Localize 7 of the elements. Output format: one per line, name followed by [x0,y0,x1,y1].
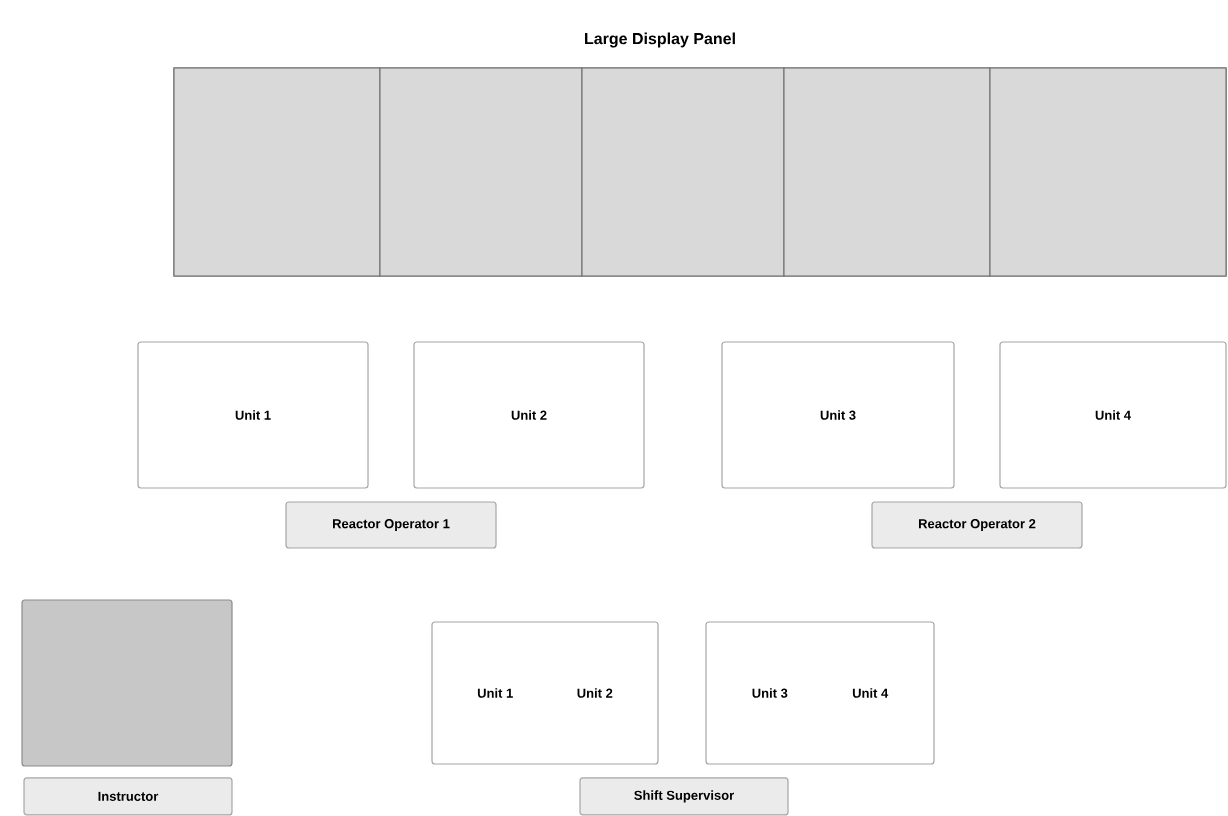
display-screen [581,67,785,277]
instructor-console [21,599,233,767]
panel-title: Large Display Panel [585,32,735,48]
display-screen [989,67,1227,277]
display-screen [173,67,381,277]
display-screen [379,67,583,277]
display-screen [783,67,991,277]
